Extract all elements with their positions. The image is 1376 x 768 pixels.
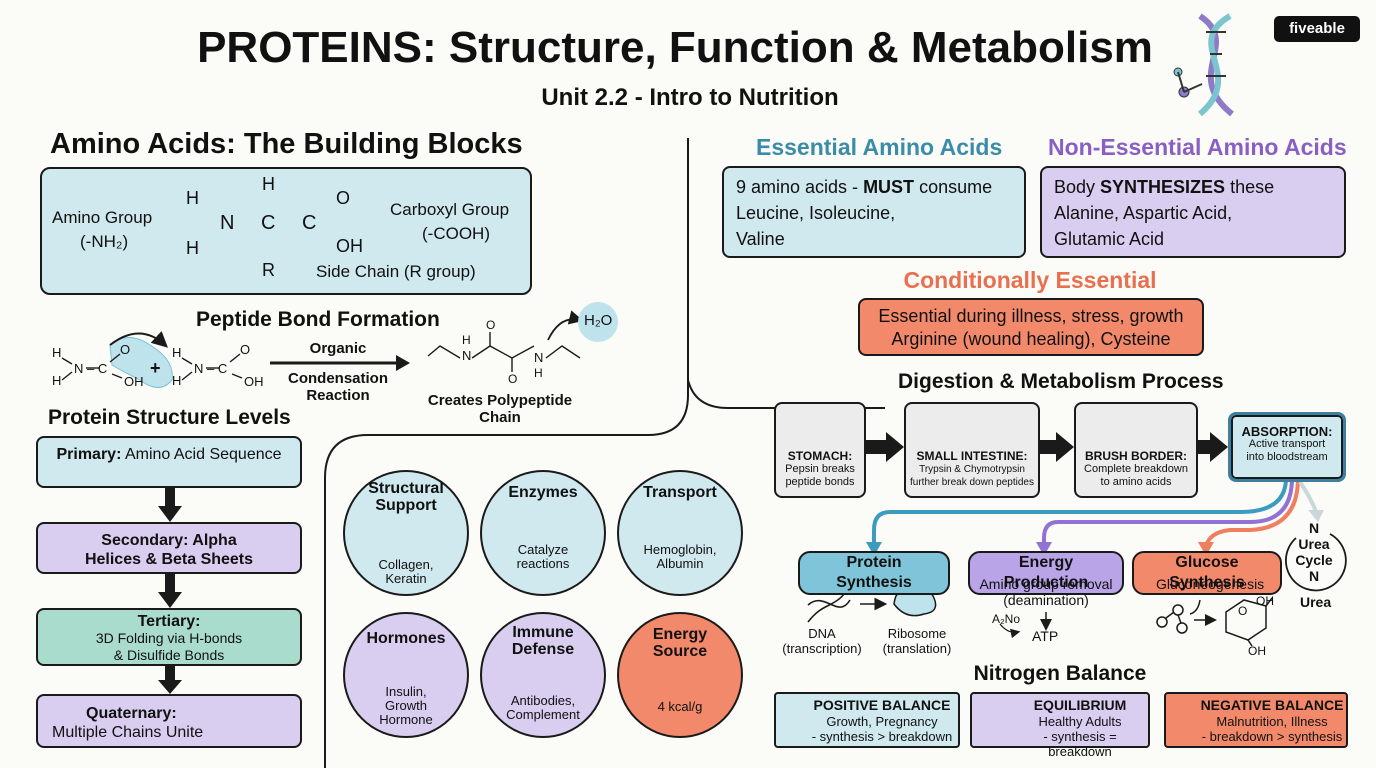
function-transport: Transport Hemoglobin, Albumin — [617, 470, 743, 596]
function-hormones: Hormones Insulin, Growth Hormone — [343, 612, 469, 738]
atom-h-alpha: H — [262, 174, 275, 194]
positive-balance-box: POSITIVE BALANCE Growth, Pregnancy - syn… — [774, 692, 960, 748]
dna-logo-icon — [1173, 13, 1234, 117]
side-chain-label: Side Chain (R group) — [316, 262, 476, 281]
creates-polypeptide: Creates Polypeptide — [427, 392, 573, 409]
product-h1: H — [462, 333, 471, 347]
equilibrium-box: EQUILIBRIUM Healthy Adults - synthesis =… — [970, 692, 1150, 759]
product-h2: H — [534, 366, 543, 380]
divider-line-right — [687, 379, 885, 409]
atom-n: N — [220, 212, 235, 234]
glucose-o: O — [1238, 604, 1248, 618]
product-n: N — [462, 348, 472, 363]
urea-label: Urea — [1300, 594, 1332, 610]
peptide-highlight — [109, 337, 173, 388]
page-title: PROTEINS: Structure, Function & Metaboli… — [197, 23, 1153, 72]
amino-group-label: Amino Group — [52, 208, 153, 227]
a2no-label: A₂No — [992, 612, 1021, 626]
function-structural-support: Structural Support Collagen, Keratin — [343, 470, 469, 596]
glucose-ring-icon — [1156, 597, 1273, 647]
product-o1: O — [486, 318, 496, 332]
atom-oh: OH — [336, 236, 363, 256]
quaternary-box: Quaternary: Multiple Chains Unite — [36, 694, 302, 748]
reaction-condensation: Condensation — [288, 370, 388, 387]
plus-sign: + — [150, 358, 161, 378]
deamination-label: Amino group removal(deamination) — [979, 576, 1113, 608]
polypeptide-chain: Chain — [479, 409, 521, 426]
glucose-oh-bottom: OH — [1248, 644, 1266, 658]
step-small-intestine: SMALL INTESTINE: Trypsin & Chymotrypsin … — [904, 402, 1040, 498]
arrow-to-glucose-synthesis — [1204, 477, 1300, 547]
essential-box: 9 amino acids - MUST consume Leucine, Is… — [722, 166, 1026, 258]
divider-line-left — [324, 138, 689, 768]
step-absorption: ABSORPTION: Active transport into bloods… — [1228, 412, 1346, 482]
amino-acid-box — [40, 167, 532, 295]
reactant-1-oh: OH — [124, 374, 144, 389]
peptide-heading: Peptide Bond Formation — [196, 308, 440, 331]
energy-production-pill: Energy Production — [968, 551, 1124, 595]
water-label: H₂O — [584, 312, 613, 329]
atom-h-bottom: H — [186, 238, 199, 258]
atom-r: R — [262, 260, 275, 280]
glucose-oh-top: OH — [1256, 594, 1274, 608]
water-bubble — [578, 302, 618, 342]
product-o2: O — [508, 372, 518, 386]
carboxyl-group-label: Carboxyl Group — [390, 200, 510, 219]
page-subtitle: Unit 2.2 - Intro to Nutrition — [541, 84, 839, 111]
amino-group-formula: (-NH₂) — [80, 232, 129, 251]
conditional-box: Essential during illness, stress, growth… — [858, 298, 1204, 356]
conditional-heading: Conditionally Essential — [903, 267, 1157, 293]
reaction-organic: Organic — [309, 340, 367, 357]
product-n2: N — [534, 350, 544, 365]
structure-heading: Protein Structure Levels — [48, 406, 291, 429]
brand-logo: fiveable — [1274, 16, 1360, 42]
reaction-reaction: Reaction — [306, 387, 370, 404]
atom-h-top: H — [186, 188, 199, 208]
carboxyl-formula: (-COOH) — [422, 224, 490, 243]
glucose-synthesis-pill: Glucose Synthesis — [1132, 551, 1282, 595]
digestion-heading: Digestion & Metabolism Process — [898, 370, 1224, 393]
atom-c-alpha: C — [261, 212, 276, 234]
function-enzymes: Enzymes Catalyze reactions — [480, 470, 606, 596]
arrow-to-energy-production — [1042, 477, 1294, 546]
structure-arrows — [158, 488, 182, 694]
tertiary-box: Tertiary: 3D Folding via H-bonds & Disul… — [36, 608, 302, 666]
reactant-2-core: N – C — [194, 361, 228, 376]
protein-synthesis-pill: Protein Synthesis — [798, 551, 950, 595]
nonessential-heading: Non-Essential Amino Acids — [1048, 134, 1347, 160]
reactant-2-oh: OH — [244, 374, 264, 389]
arrow-to-urea — [1298, 480, 1318, 513]
digestion-arrows — [866, 432, 1228, 462]
nonessential-box: Body SYNTHESIZES these Alanine, Aspartic… — [1040, 166, 1346, 258]
reactant-1-o: O — [120, 342, 131, 357]
function-immune-defense: Immune Defense Antibodies, Complement — [480, 612, 606, 738]
secondary-box: Secondary: Alpha Helices & Beta Sheets — [36, 522, 302, 574]
gluconeogenesis-label: Gluconeogenesis — [1156, 576, 1265, 592]
dna-label: DNA(transcription) — [782, 626, 862, 656]
atom-o: O — [336, 188, 351, 208]
step-stomach: STOMACH: Pepsin breaks peptide bonds — [774, 402, 866, 498]
negative-balance-box: NEGATIVE BALANCE Malnutrition, Illness -… — [1164, 692, 1348, 748]
amino-heading: Amino Acids: The Building Blocks — [50, 128, 523, 160]
step-brush-border: BRUSH BORDER: Complete breakdown to amin… — [1074, 402, 1198, 498]
ribosome-label: Ribosome(translation) — [882, 626, 952, 656]
atom-c-carboxyl: C — [302, 212, 317, 234]
urea-cycle-circle — [1285, 533, 1347, 592]
essential-heading: Essential Amino Acids — [756, 134, 1003, 160]
reactant-1-core: N – C — [74, 361, 108, 376]
arrow-to-protein-synthesis — [872, 477, 1288, 546]
function-energy-source: Energy Source 4 kcal/g — [617, 612, 743, 738]
urea-cycle-label: N Urea Cycle N — [1295, 520, 1333, 584]
primary-box: Primary: Amino Acid Sequence — [36, 436, 302, 488]
nitrogen-heading: Nitrogen Balance — [973, 662, 1147, 685]
atp-label: ATP — [1032, 628, 1059, 644]
reactant-2-o: O — [240, 342, 251, 357]
